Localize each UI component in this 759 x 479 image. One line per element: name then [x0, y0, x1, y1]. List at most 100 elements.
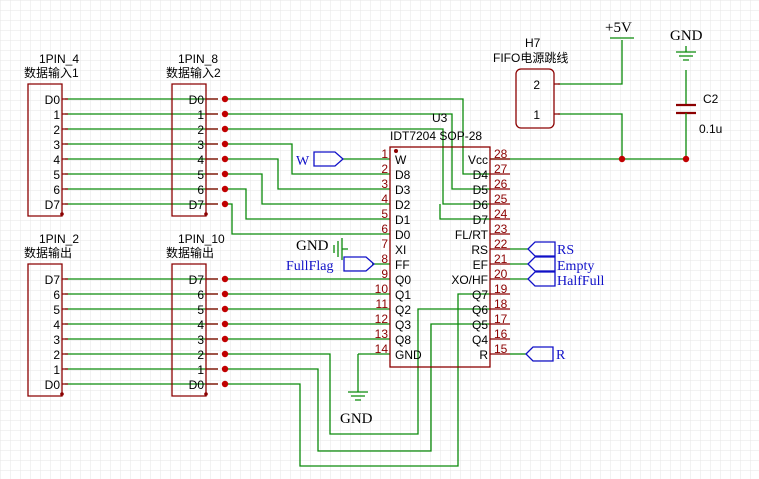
net-label-w[interactable]: W	[296, 151, 344, 169]
junction	[221, 365, 229, 373]
connector-pin-label: 4	[53, 153, 60, 167]
wire	[225, 173, 390, 205]
connector-pin-label: D7	[189, 273, 205, 287]
jumper-ref: H7	[525, 36, 541, 50]
jumper-pin: 2	[533, 78, 540, 92]
junction	[221, 290, 229, 298]
net-label-rs[interactable]: RS	[527, 241, 574, 258]
wire	[357, 353, 390, 392]
ic-pin-number: 13	[375, 327, 389, 341]
ic-pin-number: 14	[375, 342, 389, 356]
ic-pin-name: Q0	[395, 273, 411, 287]
connector-pin-label: D0	[189, 378, 205, 392]
junction	[221, 335, 229, 343]
ic-pin-number: 27	[494, 162, 508, 176]
connector-pin-label: D0	[45, 93, 61, 107]
connector-desc: 数据输出	[24, 245, 72, 260]
capacitor-ref: C2	[703, 92, 719, 106]
ic-pin-number: 19	[494, 282, 508, 296]
junction	[221, 305, 229, 313]
ic-right-pins: 28Vcc27D426D525D624D723FL/RT22RS21EF20XO…	[451, 147, 510, 362]
connector-pin-label: 2	[53, 348, 60, 362]
connector-pin-label: D7	[45, 273, 61, 287]
ic-pin-number: 20	[494, 267, 508, 281]
junction	[221, 200, 229, 208]
wire	[558, 113, 623, 159]
wire	[225, 143, 390, 175]
ic-pin-name: FL/RT	[455, 228, 489, 242]
connector-body	[171, 263, 207, 397]
wire	[225, 293, 490, 467]
connector-body	[27, 263, 63, 397]
ic-pin-name: R	[479, 348, 488, 362]
net-label-halffull[interactable]: HalfFull	[527, 271, 605, 289]
ic-pin-name: D3	[395, 183, 411, 197]
junction	[682, 155, 690, 163]
junction	[221, 185, 229, 193]
jumper-h7[interactable]: H7 FIFO电源跳线 2 1	[493, 36, 568, 129]
vcc-label: +5V	[605, 20, 632, 36]
junction	[221, 125, 229, 133]
gnd-glyph	[348, 391, 368, 401]
ic-pin-number: 6	[381, 222, 388, 236]
net-label-r[interactable]: R	[525, 346, 566, 363]
connector-pin-label: 2	[197, 348, 204, 362]
connector-pin-label: 5	[53, 168, 60, 182]
junction	[221, 170, 229, 178]
ic-pin-number: 3	[381, 177, 388, 191]
connector-pin-label: 1	[53, 108, 60, 122]
ic-pin-number: 23	[494, 222, 508, 236]
connector-desc: 数据输入1	[24, 65, 79, 80]
ic-pin-number: 2	[381, 162, 388, 176]
net-label-text: RS	[557, 243, 574, 258]
junction-layer	[221, 95, 690, 388]
ic-pin-name: Q5	[472, 318, 488, 332]
connector-pin-label: 4	[53, 318, 60, 332]
ic-pin-name: Q2	[395, 303, 411, 317]
junction	[221, 320, 229, 328]
ic-pin-name: D8	[395, 168, 411, 182]
capacitor-c2[interactable]: C2 0.1u	[676, 92, 722, 136]
wire	[225, 188, 390, 220]
ic-pin-number: 24	[494, 207, 508, 221]
net-label-empty[interactable]: Empty	[527, 256, 594, 274]
net-label-text: W	[296, 154, 310, 169]
net-flag	[527, 271, 556, 287]
ic-pin-number: 16	[494, 327, 508, 341]
wire	[558, 40, 623, 85]
net-flag	[313, 151, 344, 167]
connector-desc: 数据输出	[166, 245, 214, 260]
connector-pin-label: D7	[45, 198, 61, 212]
ic-pin-number: 4	[381, 192, 388, 206]
gnd-symbol-bottom: GND	[340, 391, 373, 427]
gnd-label: GND	[296, 238, 329, 254]
jumper-pin-stubs	[554, 83, 560, 115]
net-label-fullflag[interactable]: FullFlag	[286, 256, 375, 274]
junction	[618, 155, 626, 163]
connector-pin-label: 5	[197, 303, 204, 317]
connector-pin-label: 4	[197, 318, 204, 332]
ic-pin-name: Q1	[395, 288, 411, 302]
ic-part: IDT7204 SOP-28	[390, 129, 482, 143]
net-flag	[525, 346, 554, 362]
connector-pin-label: 3	[53, 333, 60, 347]
ic-pin-number: 18	[494, 297, 508, 311]
ic-pin-number: 15	[494, 342, 508, 356]
net-flag	[527, 241, 556, 257]
junction	[221, 155, 229, 163]
ic-pin-number: 9	[381, 267, 388, 281]
ic-pin-number: 11	[376, 297, 389, 311]
connector-pin-label: 4	[197, 153, 204, 167]
connector-ref: 1PIN_10	[178, 232, 225, 246]
